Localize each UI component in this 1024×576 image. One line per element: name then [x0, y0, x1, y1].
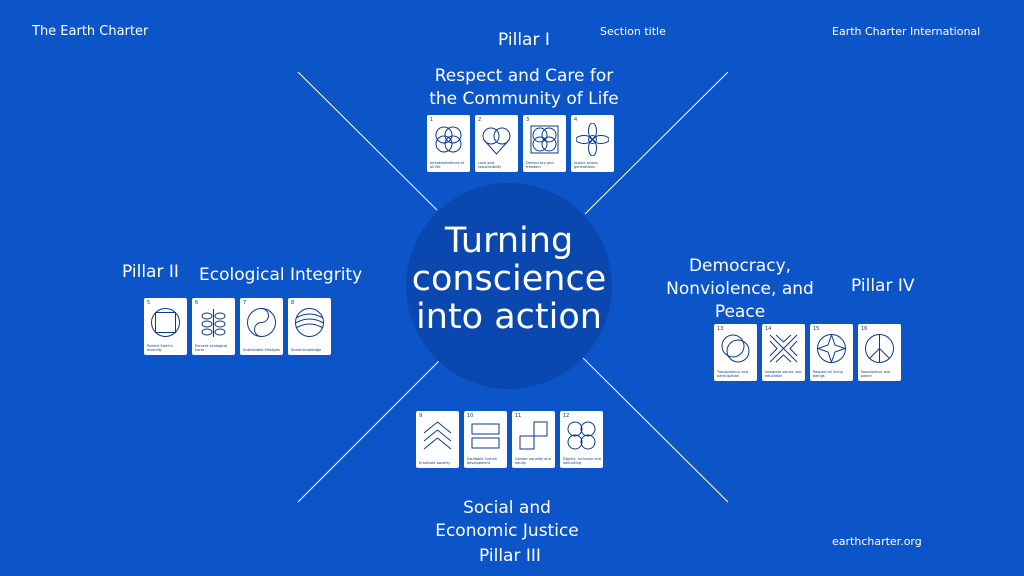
principle-card-13: 13 Transparency and participation	[714, 324, 757, 381]
principle-card-7: 7 Sustainable lifestyles	[240, 298, 283, 355]
card-caption: Democracy and freedom	[526, 161, 554, 169]
card-caption: Dignity, inclusion and well-being	[563, 457, 601, 465]
card-caption: Interdependence of all life	[430, 161, 465, 169]
pillar-3-label: Pillar III	[479, 546, 541, 566]
x-pattern-icon	[769, 334, 798, 363]
center-line-3: into action	[416, 297, 602, 337]
card-number: 15	[813, 326, 820, 332]
card-number: 7	[243, 300, 247, 306]
divider-line-bottom-right	[582, 357, 729, 503]
four-circles-icon	[567, 421, 596, 450]
card-caption: Protect Earth's diversity	[147, 344, 173, 352]
card-number: 6	[195, 300, 199, 306]
rings-icon	[435, 126, 462, 153]
pillar-4-title-line-2: Nonviolence, and	[666, 279, 814, 299]
brand-title: The Earth Charter	[32, 24, 149, 39]
card-number: 9	[419, 413, 423, 419]
pillar-4-title-line-3: Peace	[714, 302, 766, 322]
card-caption: Equitable human development	[467, 457, 497, 465]
center-line-2: conscience	[411, 259, 607, 299]
divider-line-bottom-left	[297, 359, 441, 503]
steps-icon	[519, 421, 548, 450]
overlap-circles-icon	[721, 334, 750, 363]
card-caption: Share knowledge	[291, 348, 322, 352]
card-number: 12	[563, 413, 570, 419]
card-number: 3	[526, 117, 530, 123]
pillar-2-title: Ecological Integrity	[199, 265, 363, 285]
divider-line-top-right	[584, 71, 729, 215]
pillar-2-label: Pillar II	[122, 262, 179, 282]
principle-card-2: 2 Love and responsibility	[475, 115, 518, 172]
principle-card-14: 14 Integrate values into education	[762, 324, 805, 381]
pillar-4-title: Democracy, Nonviolence, and Peace	[661, 255, 819, 324]
pillar-1-label: Pillar I	[498, 30, 550, 50]
card-number: 10	[467, 413, 474, 419]
yin-yang-icon	[247, 308, 276, 337]
pillar-1-title-line-2: the Community of Life	[429, 89, 619, 109]
principle-card-4: 4 Justice across generations	[571, 115, 614, 172]
pillar-1-title-line-1: Respect and Care for	[434, 66, 614, 86]
card-number: 16	[861, 326, 868, 332]
flower-icon	[576, 123, 609, 156]
principle-card-11: 11 Gender equality and equity	[512, 411, 555, 468]
principle-card-5: 5 Protect Earth's diversity	[144, 298, 187, 355]
center-circle	[406, 183, 612, 389]
principle-card-3: 3 Democracy and freedom	[523, 115, 566, 172]
pillar-3-title-line-2: Economic Justice	[435, 521, 579, 541]
card-caption: Transparency and participation	[717, 370, 749, 378]
principle-card-15: 15 Respect all living beings	[810, 324, 853, 381]
section-title: Section title	[600, 25, 666, 38]
card-number: 14	[765, 326, 772, 332]
center-line-1: Turning	[444, 221, 574, 261]
pillar-4-title-line-1: Democracy,	[688, 256, 792, 276]
chevrons-icon	[423, 421, 452, 450]
card-caption: Respect all living beings	[813, 370, 843, 378]
principle-card-8: 8 Share knowledge	[288, 298, 331, 355]
knot-icon	[530, 125, 559, 154]
website-url: earthcharter.org	[832, 535, 922, 548]
star-circle-icon	[816, 333, 847, 364]
pillar-3-title-line-1: Social and	[463, 498, 551, 518]
card-number: 5	[147, 300, 151, 306]
principle-card-12: 12 Dignity, inclusion and well-being	[560, 411, 603, 468]
principle-card-16: 16 Nonviolence and peace	[858, 324, 901, 381]
divider-line-top-left	[297, 71, 438, 211]
globe-lines-icon	[295, 308, 324, 337]
card-caption: Justice across generations	[574, 161, 598, 169]
card-number: 11	[515, 413, 522, 419]
square-circle-icon	[151, 308, 180, 337]
card-caption: Gender equality and equity	[515, 457, 551, 465]
card-number: 2	[478, 117, 482, 123]
card-caption: Nonviolence and peace	[861, 370, 891, 378]
pillar-3-title: Social and Economic Justice	[407, 497, 607, 543]
card-caption: Sustainable lifestyles	[243, 348, 281, 352]
pillar-1-title: Respect and Care for the Community of Li…	[424, 65, 624, 111]
principle-card-9: 9 Eradicate poverty	[416, 411, 459, 468]
stacked-rects-icon	[471, 423, 500, 449]
principle-card-6: 6 Prevent ecological harm	[192, 298, 235, 355]
card-number: 13	[717, 326, 724, 332]
card-caption: Integrate values into education	[765, 370, 802, 378]
card-number: 8	[291, 300, 295, 306]
card-caption: Love and responsibility	[478, 161, 502, 169]
center-heading: Turning conscience into action	[406, 222, 612, 336]
card-number: 1	[430, 117, 434, 123]
organization-name: Earth Charter International	[832, 25, 981, 38]
peace-icon	[865, 334, 894, 363]
leaves-icon	[201, 309, 226, 337]
principle-card-1: 1 Interdependence of all life	[427, 115, 470, 172]
principle-card-10: 10 Equitable human development	[464, 411, 507, 468]
hearts-icon	[482, 127, 511, 155]
card-number: 4	[574, 117, 578, 123]
card-caption: Eradicate poverty	[419, 461, 451, 465]
card-caption: Prevent ecological harm	[195, 344, 228, 352]
pillar-4-label: Pillar IV	[851, 276, 915, 296]
